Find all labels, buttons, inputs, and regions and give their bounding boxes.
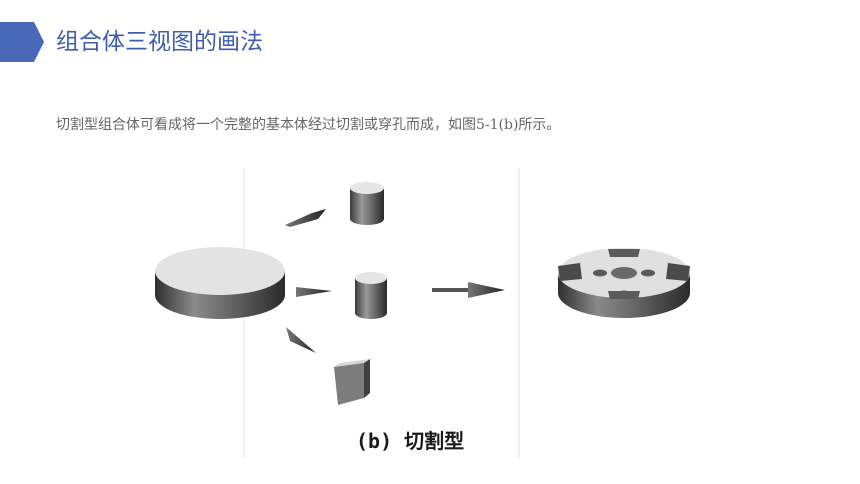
small-cylinder-icon	[350, 182, 384, 225]
slide-title: 组合体三视图的画法	[56, 29, 263, 55]
base-disc-icon	[155, 247, 285, 319]
result-part-icon	[558, 248, 690, 318]
arrow-icon	[432, 282, 505, 298]
cube-icon	[334, 359, 370, 405]
medium-cylinder-icon	[355, 272, 387, 319]
figure-caption: (b) 切割型	[356, 429, 465, 453]
arrow-icon	[286, 327, 316, 353]
slide-description: 切割型组合体可看成将一个完整的基本体经过切割或穿孔而成，如图5-1(b)所示。	[56, 117, 561, 133]
title-marker-icon	[0, 22, 44, 62]
arrow-icon	[285, 209, 326, 227]
cutting-type-figure	[155, 168, 690, 458]
arrow-icon	[296, 287, 332, 297]
